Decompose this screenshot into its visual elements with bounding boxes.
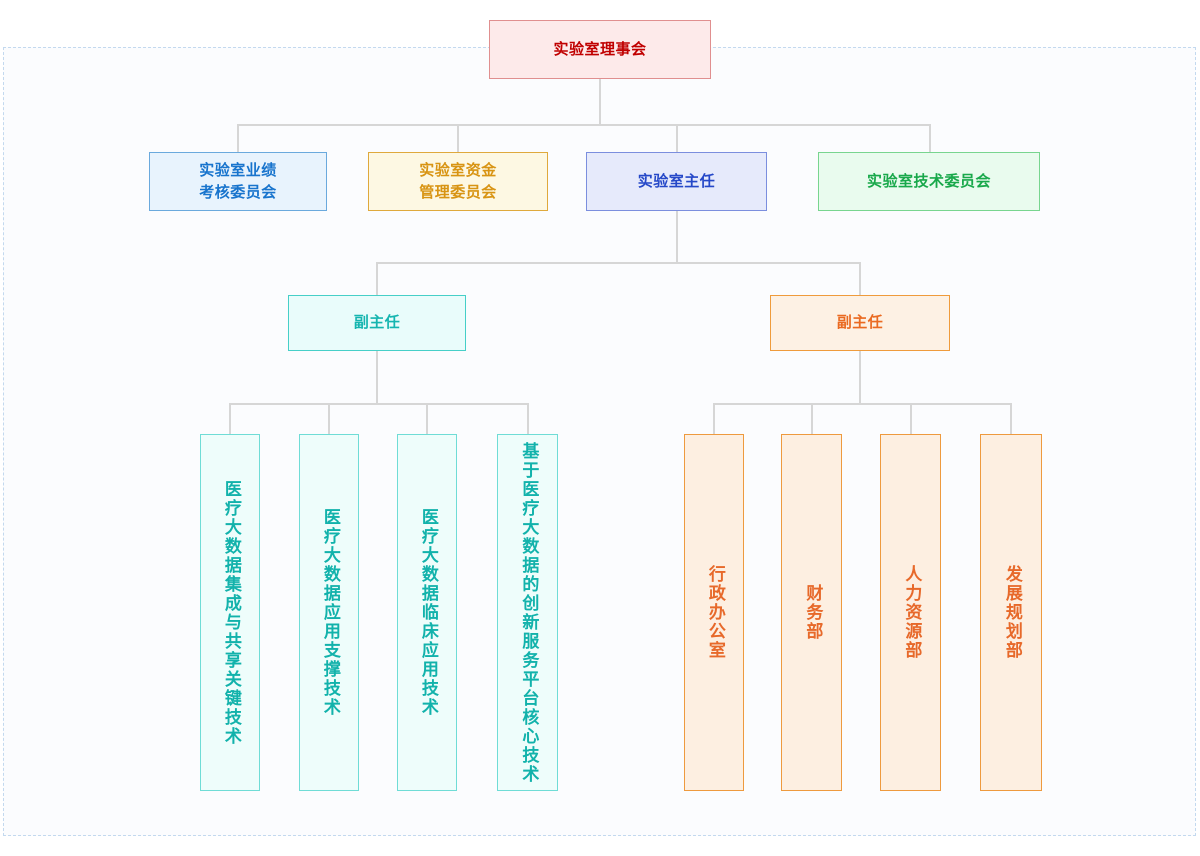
node-label-line2: 管理委员会 (419, 182, 497, 201)
connector-level4-left-bus (229, 403, 528, 405)
node-label: 发展规划部 (1001, 565, 1022, 660)
connector-drop-l2-4 (929, 124, 931, 152)
connector-drop-l4l-4 (527, 403, 529, 434)
connector-drop-l4r-2 (811, 403, 813, 434)
node-label: 副主任 (836, 313, 884, 332)
node-research-data-integration-sharing[interactable]: 医疗大数据集成与共享关键技术 (200, 434, 260, 791)
connector-drop-l2-3 (676, 124, 678, 152)
connector-drop-l4l-2 (328, 403, 330, 434)
connector-level4-right-bus (713, 403, 1011, 405)
node-research-innovation-service-platform[interactable]: 基于医疗大数据的创新服务平台核心技术 (497, 434, 558, 791)
node-label: 基于医疗大数据的创新服务平台核心技术 (518, 441, 539, 784)
node-lab-council[interactable]: 实验室理事会 (489, 20, 711, 79)
connector-deputy-right-down (859, 351, 861, 404)
connector-root-down (599, 79, 601, 125)
node-label: 人力资源部 (901, 565, 922, 660)
node-label-line2: 考核委员会 (199, 182, 277, 201)
node-dept-human-resources[interactable]: 人力资源部 (880, 434, 941, 791)
node-deputy-director-right[interactable]: 副主任 (770, 295, 950, 351)
node-label: 实验室理事会 (553, 39, 647, 58)
node-label: 医疗大数据应用支撑技术 (319, 508, 340, 717)
connector-drop-l4l-1 (229, 403, 231, 434)
node-research-application-support[interactable]: 医疗大数据应用支撑技术 (299, 434, 359, 791)
node-performance-assessment-committee[interactable]: 实验室业绩 考核委员会 (149, 152, 327, 211)
node-label: 实验室技术委员会 (866, 171, 991, 190)
node-dept-finance[interactable]: 财务部 (781, 434, 842, 791)
node-deputy-director-left[interactable]: 副主任 (288, 295, 466, 351)
connector-deputy-left-down (376, 351, 378, 404)
connector-drop-l4l-3 (426, 403, 428, 434)
connector-drop-l3-right (859, 262, 861, 295)
node-fund-management-committee[interactable]: 实验室资金 管理委员会 (368, 152, 548, 211)
node-dept-development-planning[interactable]: 发展规划部 (980, 434, 1042, 791)
connector-drop-l4r-1 (713, 403, 715, 434)
connector-level3-bus (376, 262, 861, 264)
connector-drop-l2-1 (237, 124, 239, 152)
node-label: 实验室业绩 考核委员会 (199, 160, 277, 204)
node-label-line1: 实验室业绩 (199, 160, 277, 179)
connector-level2-bus (237, 124, 930, 126)
node-technical-committee[interactable]: 实验室技术委员会 (818, 152, 1040, 211)
node-label: 行政办公室 (704, 565, 725, 660)
node-dept-administrative-office[interactable]: 行政办公室 (684, 434, 744, 791)
node-research-clinical-application[interactable]: 医疗大数据临床应用技术 (397, 434, 457, 791)
node-label-line1: 实验室资金 (419, 160, 497, 179)
node-label: 财务部 (802, 584, 823, 641)
node-lab-director[interactable]: 实验室主任 (586, 152, 767, 211)
connector-drop-l4r-4 (1010, 403, 1012, 434)
connector-director-down (676, 211, 678, 263)
connector-drop-l4r-3 (910, 403, 912, 434)
node-label: 实验室资金 管理委员会 (419, 160, 497, 204)
node-label: 副主任 (353, 313, 401, 332)
node-label: 医疗大数据集成与共享关键技术 (220, 479, 241, 746)
node-label: 实验室主任 (637, 171, 716, 190)
connector-drop-l2-2 (457, 124, 459, 152)
connector-drop-l3-left (376, 262, 378, 295)
node-label: 医疗大数据临床应用技术 (417, 508, 438, 717)
